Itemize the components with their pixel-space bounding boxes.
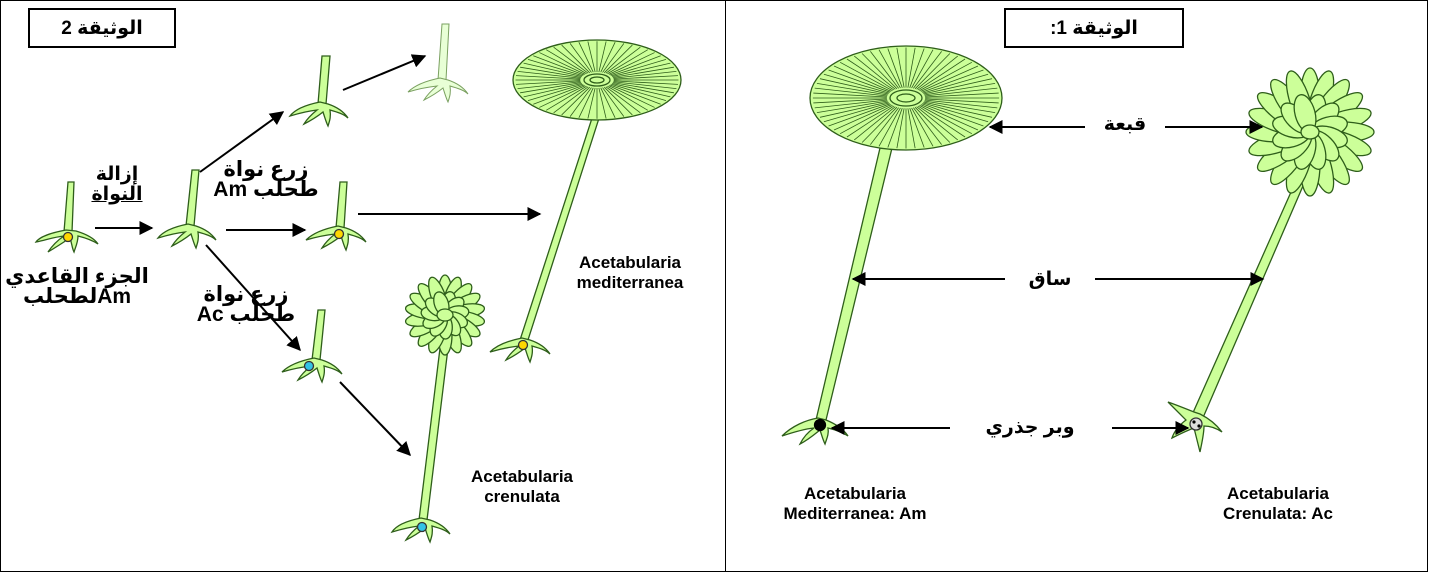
arrow-to-top-fragment xyxy=(200,112,283,172)
top-fragment xyxy=(290,56,348,126)
acetabularia-mediterranea-doc1 xyxy=(782,46,1002,444)
arrow-graft-ac xyxy=(206,245,300,350)
basal-fragment-with-nucleus xyxy=(36,182,98,252)
label-arrows xyxy=(832,127,1263,428)
acetabularia-mediterranea-doc2 xyxy=(490,40,681,362)
arrow-to-crenulata xyxy=(340,382,410,455)
arrow-to-regenerated-fragment xyxy=(343,56,425,90)
fragment-with-ac-nucleus xyxy=(282,310,342,382)
fragment-with-am-nucleus xyxy=(306,182,366,250)
acetabularia-crenulata-doc1 xyxy=(1168,68,1374,452)
regenerated-faint-fragment xyxy=(408,24,468,102)
acetabularia-crenulata-doc2 xyxy=(392,275,486,542)
enucleated-fragment xyxy=(158,170,216,248)
